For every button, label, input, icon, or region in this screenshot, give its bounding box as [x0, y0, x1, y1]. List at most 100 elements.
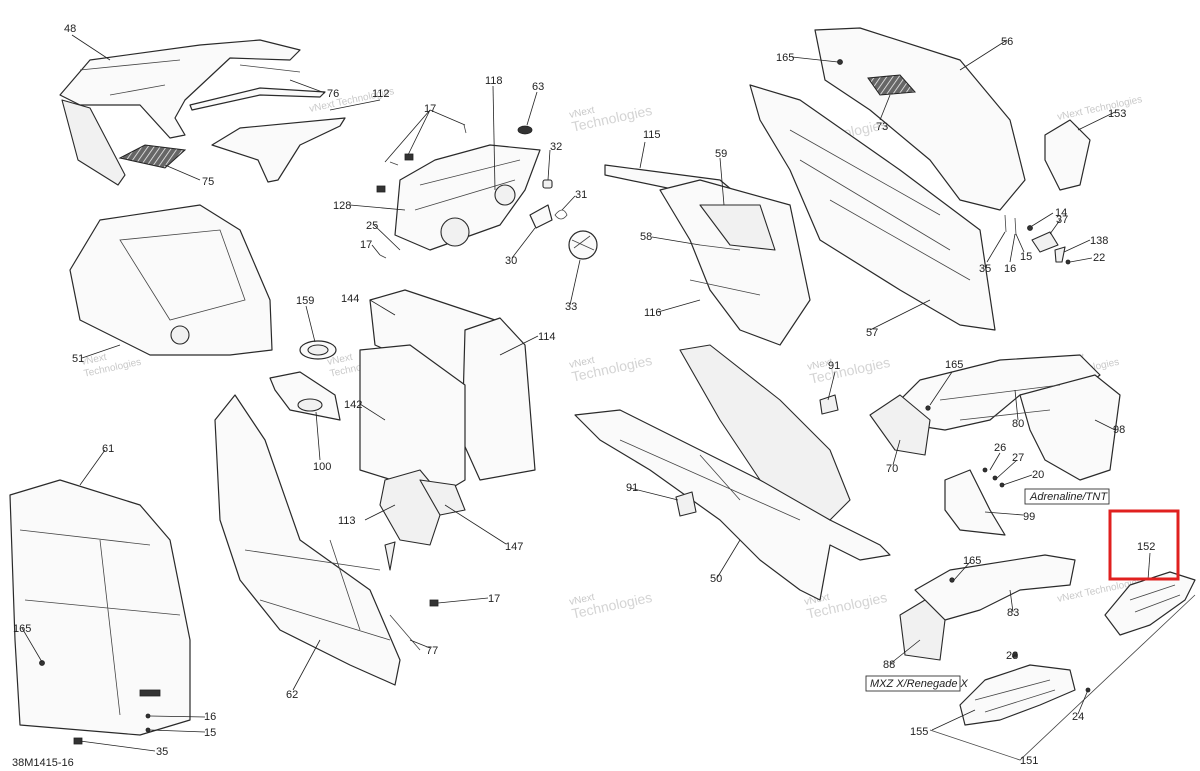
- callout: 99: [1023, 511, 1035, 523]
- part-panel-88: [899, 599, 946, 661]
- part-bulb: [529, 204, 553, 229]
- callout: 70: [886, 463, 898, 475]
- part-bracket-153: [1044, 119, 1091, 191]
- callout: 20: [1032, 469, 1044, 481]
- part-side-panel: [61, 99, 126, 186]
- callout: 153: [1108, 108, 1126, 120]
- part-bracket-100: [269, 371, 341, 421]
- part-155: [959, 664, 1076, 726]
- part-trim-strip: [189, 87, 326, 111]
- callout: 91: [626, 482, 638, 494]
- callout: 17: [424, 103, 436, 115]
- watermark-text: vNext: [806, 357, 834, 373]
- callout: 31: [575, 189, 587, 201]
- callout: 25: [366, 220, 378, 232]
- callout: 118: [485, 75, 503, 87]
- watermark-text: vNext: [326, 352, 354, 368]
- svg-text:MXZ X/Renegade X: MXZ X/Renegade X: [870, 678, 968, 690]
- part-hood-top: [59, 39, 301, 139]
- watermark-text: vNext: [803, 592, 831, 608]
- leader-lines: [21, 34, 1151, 752]
- callout: 23: [1006, 650, 1018, 662]
- callout: 26: [994, 442, 1006, 454]
- callout: 51: [72, 353, 84, 365]
- part-side-panel-57: [749, 84, 996, 331]
- highlight-box[interactable]: 152: [1108, 509, 1180, 581]
- callout: 16: [1004, 263, 1016, 275]
- callout: 128: [333, 200, 351, 212]
- callout: 24: [1072, 711, 1084, 723]
- callout: 30: [505, 255, 517, 267]
- watermark: vNext Technologies: [1056, 94, 1143, 123]
- part-panel-98: [1019, 374, 1121, 481]
- parts: [9, 27, 1196, 761]
- callout: 63: [532, 81, 544, 93]
- callout: 73: [876, 121, 888, 133]
- callout: 151: [1020, 755, 1038, 767]
- variant-label-adrenaline: Adrenaline/TNT: [1024, 488, 1110, 505]
- drawing-code: 38M1415-16: [12, 757, 74, 769]
- watermark-text: vNext: [568, 592, 596, 608]
- part-panel-114: [461, 317, 536, 481]
- callout: 155: [910, 726, 928, 738]
- callout: 59: [715, 148, 727, 160]
- part-152: [1104, 571, 1196, 636]
- watermark: vNext Technologies: [568, 352, 653, 385]
- callout-37: 37: [1056, 214, 1068, 226]
- callout: 116: [644, 307, 662, 319]
- callout: 22: [1093, 252, 1105, 264]
- callout: 15: [1020, 251, 1032, 263]
- callout: 77: [426, 645, 438, 657]
- callout: 159: [296, 295, 314, 307]
- callout: 165: [13, 623, 31, 635]
- part-mesh-grille: [118, 144, 187, 169]
- callout: 16: [204, 711, 216, 723]
- part-panel-59: [699, 204, 776, 251]
- callout: 33: [565, 301, 577, 313]
- callout: 76: [327, 88, 339, 100]
- part-panel-58: [659, 179, 811, 346]
- callout: 35: [979, 263, 991, 275]
- callout: 80: [1012, 418, 1024, 430]
- watermark-text: vNext: [568, 105, 596, 121]
- watermark: vNext Technologies: [806, 354, 891, 387]
- callout: 147: [505, 541, 523, 553]
- watermark-text: vNext Technologies: [1056, 94, 1143, 123]
- callout: 91: [828, 360, 840, 372]
- part-dash-51: [69, 204, 273, 356]
- callout: 165: [776, 52, 794, 64]
- watermark: vNext Technologies: [568, 589, 653, 622]
- callout: 57: [866, 327, 878, 339]
- callout: 14: [1055, 207, 1067, 219]
- callouts: 48 76 75 112 118 63 17 32 31 128 25 17 3…: [13, 23, 1126, 767]
- highlight-callout: 152: [1137, 541, 1155, 553]
- callout: 165: [963, 555, 981, 567]
- part-side-panel-56: [814, 27, 1026, 211]
- callout: 142: [344, 399, 362, 411]
- callout: 113: [338, 515, 356, 527]
- variant-label-mxz: MXZ X/Renegade X: [865, 675, 968, 692]
- callout: 32: [550, 141, 562, 153]
- callout: 165: [945, 359, 963, 371]
- callout: 88: [883, 659, 895, 671]
- callout: 100: [313, 461, 331, 473]
- callout: 61: [102, 443, 114, 455]
- watermark: vNext Technologies: [80, 352, 142, 380]
- part-panel-83: [914, 554, 1076, 621]
- callout: 138: [1090, 235, 1108, 247]
- callout: 114: [538, 331, 556, 343]
- watermark: vNext Technologies: [568, 102, 653, 135]
- callout: 48: [64, 23, 76, 35]
- part-panel-142: [359, 344, 466, 496]
- callout: 27: [1012, 452, 1024, 464]
- part-panel-70: [869, 394, 931, 456]
- part-bracket-99: [944, 469, 1006, 536]
- callout: 15: [204, 727, 216, 739]
- callout: 75: [202, 176, 214, 188]
- watermark-text: vNext: [568, 355, 596, 371]
- callout: 17: [488, 593, 500, 605]
- part-headlight: [394, 144, 541, 251]
- part-mesh-73: [867, 74, 917, 96]
- part-panel-147: [419, 479, 466, 516]
